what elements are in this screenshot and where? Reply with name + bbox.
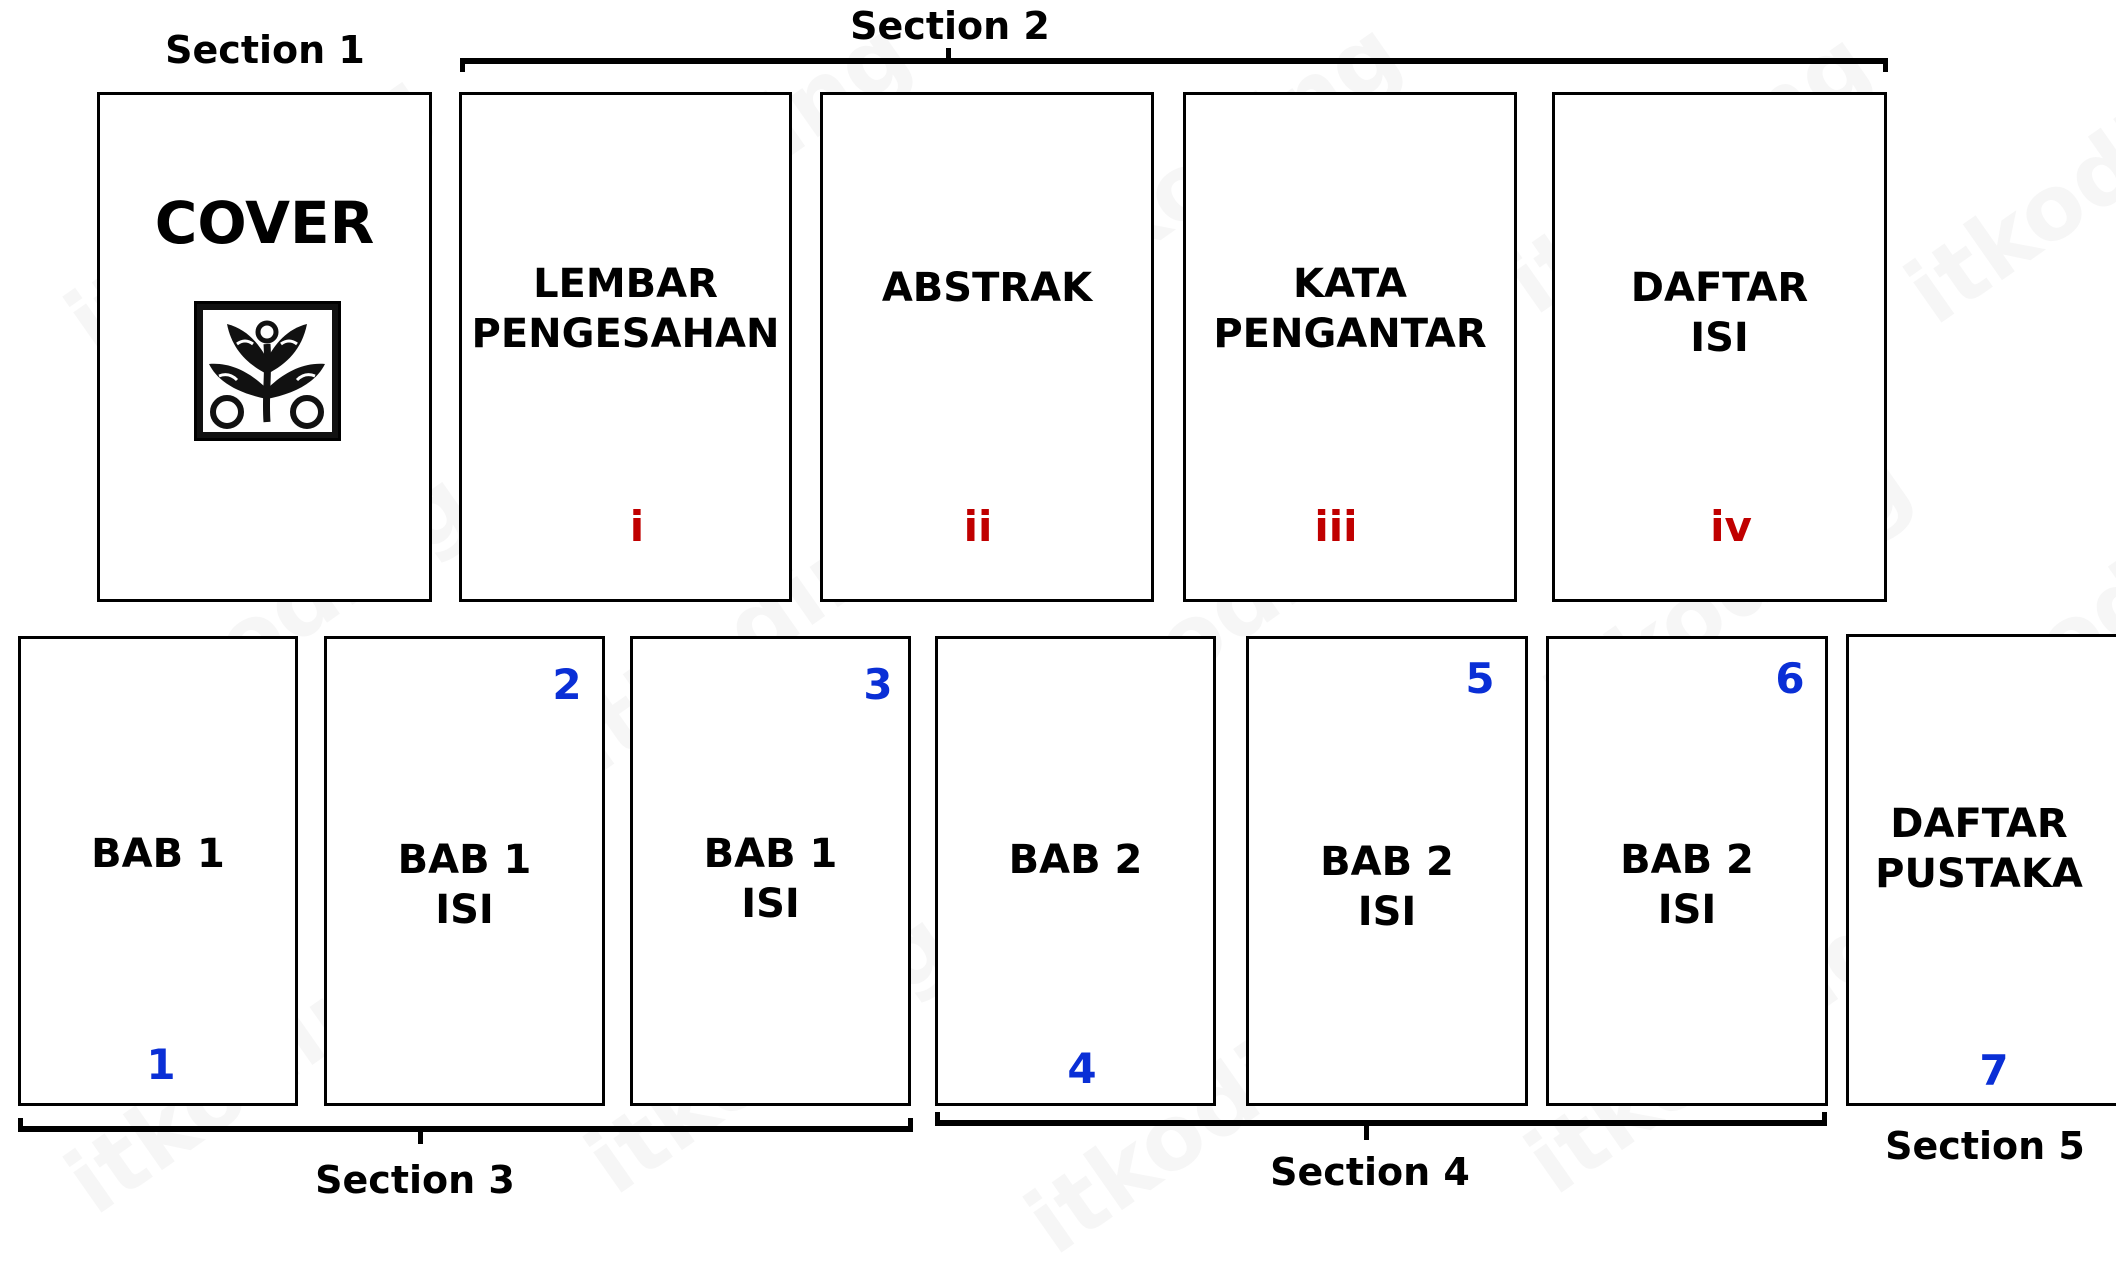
page-title-line1: ABSTRAK [881,265,1093,311]
page-title: BAB 1 ISI [633,829,908,929]
page-title-line2: PENGESAHAN [471,311,780,357]
section-4-bracket [935,1112,1827,1126]
page-title-line2: ISI [1657,887,1717,933]
page-bab2-isi-a: BAB 2 ISI 5 [1246,636,1528,1106]
ornament-emblem-icon [194,301,341,441]
page-title-line2: ISI [435,887,494,933]
section-5-label: Section 5 [1885,1124,2085,1168]
page-lembar-pengesahan: LEMBAR PENGESAHAN i [459,92,792,602]
page-title-line1: BAB 1 [703,831,838,877]
section-4-bracket-tick [1364,1124,1369,1140]
page-number: 5 [1465,654,1495,703]
page-title-line1: LEMBAR [533,261,718,307]
page-bab1-isi-b: BAB 1 ISI 3 [630,636,911,1106]
page-title-line1: DAFTAR [1890,801,2068,847]
page-bab2: BAB 2 4 [935,636,1216,1106]
page-number: iv [1710,502,1752,551]
page-abstrak: ABSTRAK ii [820,92,1154,602]
page-title-line2: PUSTAKA [1875,851,2083,897]
page-bab1-isi-a: BAB 1 ISI 2 [324,636,605,1106]
page-number: ii [963,502,993,551]
page-title-line1: BAB 2 [1008,837,1143,883]
page-title-line1: BAB 2 [1620,837,1754,883]
page-title: LEMBAR PENGESAHAN [462,259,789,359]
page-title: BAB 2 [938,835,1213,885]
page-title: BAB 1 ISI [327,835,602,935]
page-number: 1 [146,1040,176,1089]
ornament-emblem-graphic [197,304,338,438]
cover-title: COVER [154,189,375,257]
page-title-line2: ISI [1357,889,1417,935]
page-bab2-isi-b: BAB 2 ISI 6 [1546,636,1828,1106]
page-number: 2 [552,660,582,709]
page-title: BAB 2 ISI [1249,837,1525,937]
page-number: iii [1314,502,1358,551]
page-title: BAB 1 [21,829,295,879]
section-4-label: Section 4 [1270,1150,1470,1194]
page-title-line1: BAB 1 [91,831,225,877]
page-title-line1: KATA [1293,261,1407,307]
page-cover: COVER [97,92,432,602]
page-title: DAFTAR ISI [1555,263,1884,363]
page-title: DAFTAR PUSTAKA [1849,799,2116,899]
section-3-bracket [18,1118,913,1132]
page-title: KATA PENGANTAR [1186,259,1514,359]
page-title: BAB 2 ISI [1549,835,1825,935]
page-title: ABSTRAK [823,263,1151,313]
page-title-line2: PENGANTAR [1213,311,1487,357]
section-3-label: Section 3 [315,1158,515,1202]
page-number: 6 [1775,654,1805,703]
page-number: i [629,502,645,551]
page-bab1: BAB 1 1 [18,636,298,1106]
page-number: 3 [863,660,893,709]
page-number: 4 [1067,1044,1097,1093]
section-2-bracket [460,58,1888,72]
page-number: 7 [1979,1046,2009,1095]
section-2-label: Section 2 [850,4,1050,48]
page-title-line1: BAB 2 [1320,839,1454,885]
page-daftar-pustaka: DAFTAR PUSTAKA 7 [1846,634,2116,1106]
section-2-bracket-tick [946,48,951,60]
page-daftar-isi: DAFTAR ISI iv [1552,92,1887,602]
section-3-bracket-tick [418,1130,423,1144]
page-title-line2: ISI [741,881,800,927]
page-title-line1: DAFTAR [1630,265,1809,311]
page-title-line2: ISI [1690,315,1749,361]
page-title-line1: BAB 1 [397,837,532,883]
page-kata-pengantar: KATA PENGANTAR iii [1183,92,1517,602]
section-1-label: Section 1 [165,28,365,72]
watermark-text: itkoding [1888,20,2116,345]
